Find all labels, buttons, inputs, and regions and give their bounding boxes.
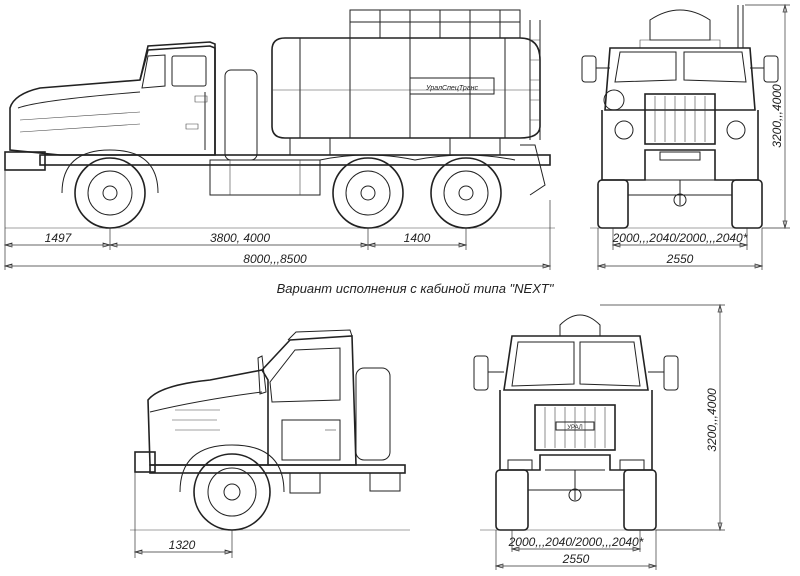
grille-badge: УРАЛ — [567, 425, 583, 431]
dim-width-top: 2550 — [666, 252, 694, 266]
tank-body: УралСпецТранс — [271, 9, 541, 155]
tank-logo: УралСпецТранс — [425, 85, 479, 92]
next-front-wheel — [179, 444, 285, 531]
next-cab-front-view: УРАЛ — [473, 314, 690, 531]
dim-rear-axle-spacing: 1400 — [404, 231, 431, 245]
middle-wheel — [332, 157, 404, 229]
dim-height-bottom: 3200,,,4000 — [705, 388, 719, 452]
variant-caption: Вариант исполнения с кабиной типа "NEXT" — [277, 281, 555, 296]
dim-front-overhang: 1497 — [45, 231, 73, 245]
dim-overall-length: 8000,,,8500 — [243, 252, 307, 266]
tanker-truck-side-view: УралСпецТранс — [4, 9, 555, 229]
front-wheel — [61, 149, 159, 229]
dim-width-bottom: 2550 — [562, 552, 590, 566]
dim-wheelbase: 3800, 4000 — [210, 231, 270, 245]
top-side-dimensions: 1497 3800, 4000 1400 8000,,,8500 — [3, 170, 552, 270]
dim-height-top: 3200,,,4000 — [770, 84, 784, 148]
dim-track-bottom: 2000,,,2040/2000,,,2040* — [508, 535, 644, 549]
bottom-side-dimensions: 1320 — [133, 472, 234, 558]
tanker-truck-front-view — [581, 5, 779, 229]
next-cab-side-view — [130, 329, 410, 531]
dim-front-overhang-next: 1320 — [169, 538, 196, 552]
dim-track-top: 2000,,,2040/2000,,,2040* — [612, 231, 748, 245]
rear-wheel — [430, 157, 502, 229]
top-front-dimensions: 2000,,,2040/2000,,,2040* 2550 3200,,,400… — [596, 3, 790, 270]
bottom-front-dimensions: 2000,,,2040/2000,,,2040* 2550 3200,,,400… — [494, 303, 725, 570]
